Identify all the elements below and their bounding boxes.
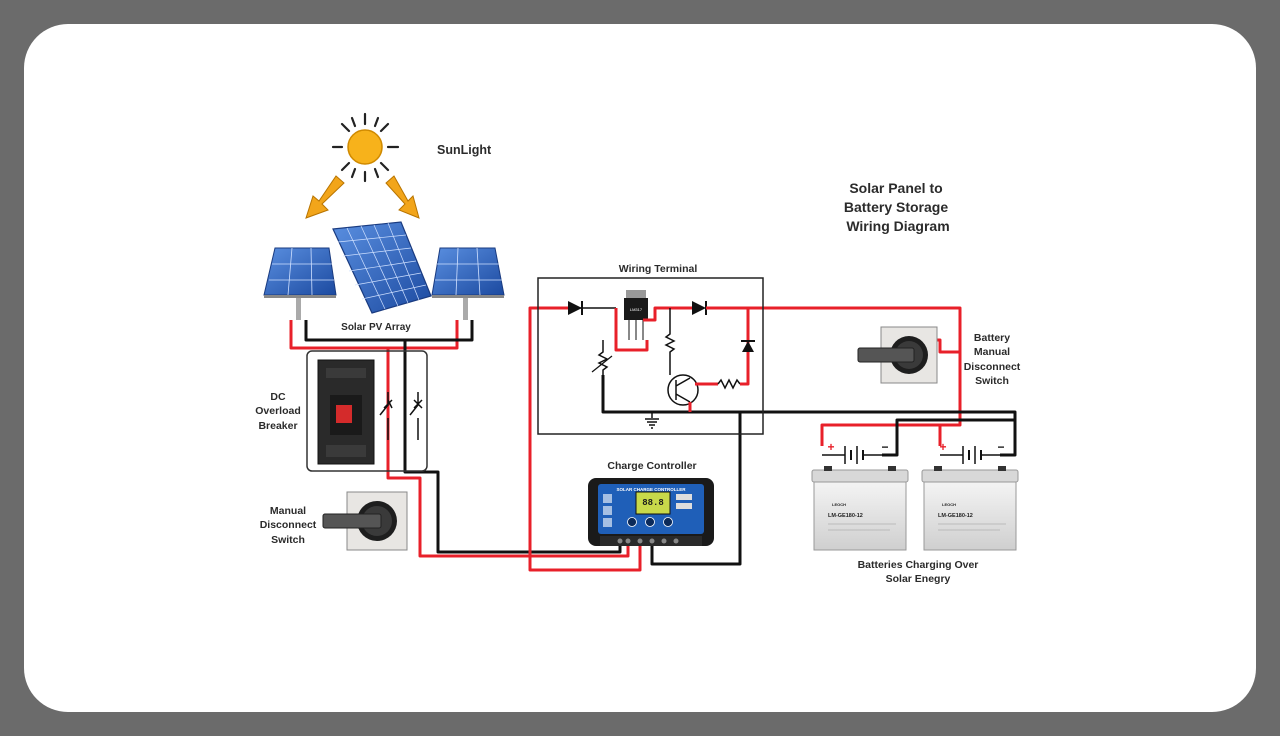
regulator-label: LM317 [630,307,643,312]
pv-array-label: Solar PV Array [341,322,411,333]
battery-parallel-negative-wire [882,418,1015,457]
battery-2-model: LM-GE180-12 [938,513,973,519]
battery-1-model: LM-GE180-12 [828,513,863,519]
manual-disconnect-switch [322,491,408,551]
wiring-terminal: LM317 [537,277,764,435]
title-line-2: Battery Storage [844,199,948,215]
transistor-icon [667,374,699,406]
battery-2-minus: − [997,440,1004,454]
dc-breaker-label-3: Breaker [258,420,297,432]
charge-controller: SOLAR CHARGE CONTROLLER 88.8 [588,478,714,546]
title-line-3: Wiring Diagram [846,218,949,234]
manual-switch-label-2: Disconnect [260,519,317,531]
title-line-1: Solar Panel to [849,180,942,196]
sun-arrow-right-icon [385,175,420,219]
battery-switch-label-3: Disconnect [964,361,1021,373]
diode-icon [568,301,582,315]
wiring-terminal-label: Wiring Terminal [619,263,698,275]
breaker-negative-wire [403,340,622,554]
terminal-battery-negative-wire [740,410,1017,457]
battery-1-brand: LEOCH [832,502,846,507]
controller-terminal-negative-wire [601,375,742,566]
solar-panel-center [332,221,432,314]
solar-panel-left [263,247,337,320]
dc-breaker-label-1: DC [270,391,286,403]
sunlight-label: SunLight [437,143,492,157]
sun-arrow-left-icon [305,175,345,219]
controller-header: SOLAR CHARGE CONTROLLER [617,487,687,492]
dc-breaker-label-2: Overload [255,405,301,417]
battery-symbol-2: + − [939,440,1005,464]
pv-negative-wire [304,320,474,342]
zener-diode-icon [742,341,754,352]
diode-icon [692,301,706,315]
battery-2-brand: LEOCH [942,502,956,507]
battery-parallel-positive-wire [820,423,940,446]
battery-unit-2: LEOCH LM-GE180-12 [921,466,1019,551]
controller-terminal-positive-wire [528,306,642,572]
battery-symbol-1: + − [822,440,889,464]
battery-switch-label-1: Battery [974,332,1010,344]
breaker-positive-wire [386,348,630,558]
diagram-card [24,24,1256,712]
solar-panel-right [431,247,505,320]
manual-switch-label-1: Manual [270,505,306,517]
battery-switch-label-4: Switch [975,375,1009,387]
battery-switch-label-2: Manual [974,346,1010,358]
battery-2-plus: + [939,440,946,454]
terminal-battery-positive-wire [745,306,962,446]
manual-switch-label-3: Switch [271,534,305,546]
battery-1-minus: − [881,440,888,454]
pv-positive-wire [289,320,459,350]
ground-icon [645,418,659,429]
batteries-label-2: Solar Enegry [886,573,951,585]
sun-icon [331,112,400,183]
regulator-icon [624,298,648,320]
batteries-label-1: Batteries Charging Over [858,559,979,571]
battery-disconnect-switch [857,326,938,384]
battery-unit-1: LEOCH LM-GE180-12 [811,466,909,551]
diagram-title: Solar Panel to Battery Storage Wiring Di… [844,180,950,234]
lcd-display [635,491,671,515]
lcd-readout: 88.8 [642,498,664,508]
battery-1-plus: + [827,440,834,454]
dc-breaker [306,350,428,472]
charge-controller-label: Charge Controller [607,460,696,472]
